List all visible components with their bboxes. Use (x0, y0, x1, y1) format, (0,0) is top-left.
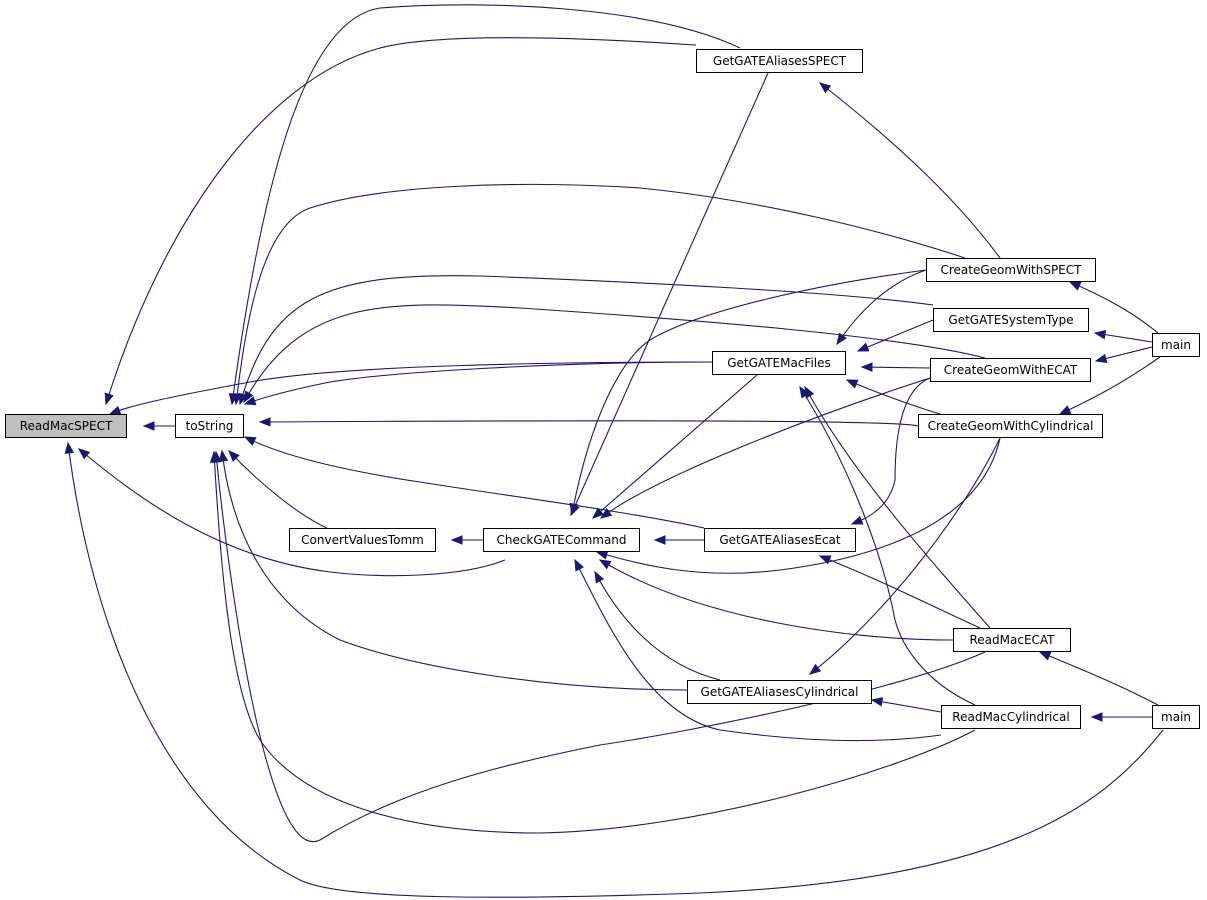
node-get-gate-aliases-spect[interactable]: GetGATEAliasesSPECT (696, 49, 863, 73)
node-read-mac-ecat[interactable]: ReadMacECAT (953, 628, 1071, 652)
edge-main2-to-read-mac-cylindrical-arrowhead (1090, 712, 1103, 722)
edge-read-mac-cylindrical-to-check-gatecommand-arrowhead (574, 558, 584, 572)
edge-to-string-to-read-mac-spect-arrowhead (142, 421, 155, 431)
edge-create-geom-with-spect-to-get-gatealiases-spect-arrowhead (818, 82, 832, 94)
node-create-geom-with-spect[interactable]: CreateGeomWithSPECT (926, 258, 1096, 282)
edge-create-geom-with-spect-to-get-gatealiases-spect (819, 82, 1001, 259)
edge-check-gatecommand-to-read-mac-spect (78, 448, 506, 577)
edge-get-gatesystem-type-to-get-gatemac-files-arrowhead (856, 342, 870, 352)
edge-main1-to-create-geom-with-cylindrical (1059, 356, 1161, 415)
edge-create-geom-with-spect-to-check-gatecommand-arrowhead (569, 502, 579, 516)
edge-main2-to-read-mac-ecat (1039, 651, 1159, 706)
edge-convert-values-tomm-to-to-string (228, 450, 328, 529)
edge-get-gatealiases-ecat-to-to-string (244, 436, 705, 529)
edge-get-gatealiases-ecat-to-check-gatecommand-arrowhead (653, 535, 666, 545)
edge-get-gatemac-files-to-check-gatecommand-arrowhead (591, 507, 605, 519)
edge-layer (64, 4, 1164, 898)
edge-read-mac-cylindrical-to-to-string (213, 451, 976, 834)
node-convert-values-tomm[interactable]: ConvertValuesTomm (289, 528, 436, 552)
edge-create-geom-with-cylindrical-to-check-gatecommand (596, 437, 1001, 574)
edge-main1-to-create-geom-with-cylindrical-arrowhead (1058, 405, 1072, 415)
edge-main2-to-read-mac-spect-arrowhead (64, 441, 75, 455)
edge-read-mac-cylindrical-to-get-gatealiases-cylindrical-arrowhead (870, 697, 884, 707)
edge-read-mac-ecat-to-get-gatealiases-ecat-arrowhead (818, 555, 832, 565)
edge-create-geom-with-spect-to-to-string (235, 183, 966, 405)
edge-create-geom-with-cylindrical-to-get-gatealiases-cylindrical-arrowhead (808, 663, 822, 675)
edge-convert-values-tomm-to-to-string-arrowhead (228, 450, 240, 462)
edge-main2-to-read-mac-spect (67, 442, 1164, 898)
edge-get-gatealiases-spect-to-to-string (231, 4, 741, 405)
edge-get-gatemac-files-to-to-string-arrowhead (243, 396, 257, 406)
edge-create-geom-with-cylindrical-to-get-gatealiases-cylindrical (809, 437, 1001, 675)
edge-create-geom-with-cylindrical-to-get-gatemac-files-arrowhead (845, 379, 859, 389)
edge-read-mac-ecat-to-get-gatealiases-ecat (819, 555, 981, 629)
edge-create-geom-with-ecat-to-check-gatecommand (600, 377, 931, 519)
node-main-lower[interactable]: main (1152, 705, 1200, 729)
node-read-mac-spect: ReadMacSPECT (5, 414, 127, 438)
edge-get-gatealiases-ecat-to-to-string-arrowhead (243, 436, 257, 446)
edge-get-gatealiases-spect-to-read-mac-spect (105, 37, 697, 405)
node-check-gate-command[interactable]: CheckGATECommand (483, 528, 640, 552)
edge-create-geom-with-ecat-to-to-string-arrowhead (243, 390, 254, 404)
edge-read-mac-ecat-to-get-gatemac-files (804, 386, 991, 629)
edge-read-mac-cylindrical-to-to-string-arrowhead (209, 450, 220, 463)
edge-read-mac-ecat-to-check-gatecommand (599, 559, 954, 641)
node-get-gate-aliases-ecat[interactable]: GetGATEAliasesEcat (704, 528, 856, 552)
edge-get-gatealiases-cylindrical-to-check-gatecommand-arrowhead (594, 570, 605, 584)
edge-get-gatesystem-type-to-to-string (239, 275, 934, 405)
edge-create-geom-with-ecat-to-get-gatealiases-ecat (851, 377, 931, 525)
edge-read-mac-cylindrical-to-get-gatealiases-cylindrical (871, 699, 942, 713)
node-get-gate-system-type[interactable]: GetGATESystemType (933, 308, 1089, 332)
node-main-upper[interactable]: main (1152, 333, 1200, 357)
edge-create-geom-with-spect-to-get-gatemac-files-arrowhead (836, 332, 847, 346)
node-to-string[interactable]: toString (175, 414, 244, 438)
edge-get-gatemac-files-to-check-gatecommand (592, 374, 758, 519)
edge-get-gatealiases-spect-to-read-mac-spect-arrowhead (104, 392, 114, 406)
edge-create-geom-with-ecat-to-get-gatealiases-ecat-arrowhead (850, 515, 864, 525)
edge-create-geom-with-cylindrical-to-to-string-arrowhead (258, 417, 271, 427)
node-create-geom-with-ecat[interactable]: CreateGeomWithECAT (930, 358, 1091, 382)
edge-get-gatealiases-cylindrical-to-check-gatecommand (594, 571, 721, 681)
node-get-gate-aliases-cylindrical[interactable]: GetGATEAliasesCylindrical (687, 680, 872, 704)
edge-check-gatecommand-to-read-mac-spect-arrowhead (77, 448, 91, 460)
edge-get-gatealiases-cylindrical-to-to-string-arrowhead (218, 449, 229, 463)
node-get-gate-mac-files[interactable]: GetGATEMacFiles (712, 351, 846, 375)
edge-get-gatemac-files-to-read-mac-spect (109, 361, 713, 415)
edge-get-gatesystem-type-to-get-gatemac-files (857, 319, 934, 352)
edge-main1-to-create-geom-with-spect-arrowhead (1068, 281, 1082, 291)
edge-create-geom-with-cylindrical-to-get-gatemac-files (846, 379, 941, 415)
edge-create-geom-with-ecat-to-get-gatemac-files-arrowhead (860, 362, 873, 372)
edge-read-mac-cylindrical-to-check-gatecommand (574, 559, 942, 741)
edge-create-geom-with-ecat-to-get-gatemac-files (861, 366, 931, 369)
edge-get-gatealiases-spect-to-check-gatecommand (570, 72, 769, 516)
edge-create-geom-with-ecat-to-check-gatecommand-arrowhead (599, 508, 613, 519)
edge-read-mac-cylindrical-to-get-gatemac-files-arrowhead (799, 385, 810, 399)
edge-main1-to-create-geom-with-ecat-arrowhead (1094, 353, 1108, 364)
node-read-mac-cylindrical[interactable]: ReadMacCylindrical (941, 705, 1081, 729)
edge-get-gatealiases-cylindrical-to-to-string (221, 450, 688, 691)
edge-read-mac-cylindrical-to-get-gatemac-files (799, 386, 976, 706)
node-create-geom-with-cylindrical[interactable]: CreateGeomWithCylindrical (918, 414, 1103, 438)
edge-main2-to-read-mac-ecat-arrowhead (1038, 651, 1052, 661)
edge-create-geom-with-spect-to-check-gatecommand (571, 269, 927, 515)
edge-read-mac-ecat-to-check-gatecommand-arrowhead (598, 559, 612, 570)
edge-create-geom-with-cylindrical-to-to-string (259, 420, 919, 427)
edge-check-gatecommand-to-convert-values-tomm-arrowhead (450, 535, 463, 545)
edge-read-mac-ecat-to-to-string (215, 451, 986, 843)
edge-main1-to-get-gatesystem-type-arrowhead (1093, 329, 1107, 340)
edge-get-gatemac-files-to-to-string (244, 361, 713, 405)
edge-create-geom-with-cylindrical-to-check-gatecommand-arrowhead (595, 550, 609, 560)
edge-create-geom-with-ecat-to-to-string (243, 304, 986, 403)
